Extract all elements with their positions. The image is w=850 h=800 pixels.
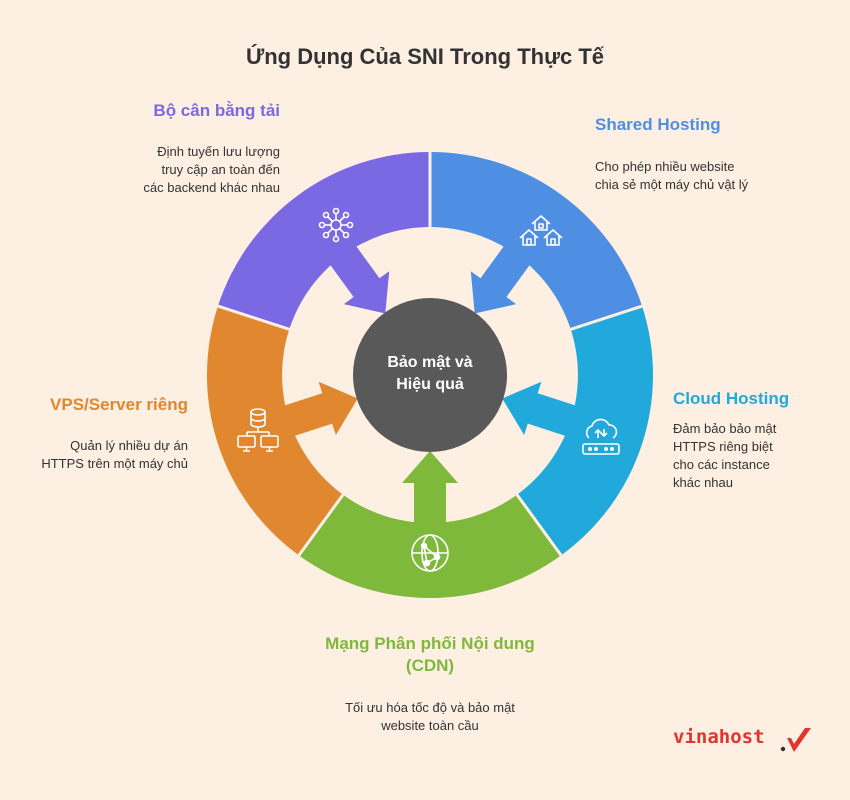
arrow-vps	[272, 381, 358, 440]
page-title: Ứng Dụng Của SNI Trong Thực Tế	[245, 44, 605, 69]
segment-load-balancer	[217, 152, 430, 330]
center-label-line2: Hiệu quả	[396, 376, 464, 393]
arrow-shared-hosting	[470, 236, 537, 314]
cloud-hosting-title: Cloud Hosting	[673, 389, 790, 408]
shared-hosting-title: Shared Hosting	[595, 115, 721, 134]
houses-icon	[519, 215, 563, 246]
cdn-title-line1: Mạng Phân phối Nội dung	[325, 634, 535, 653]
cdn-title: Mạng Phân phối Nội dung (CDN)	[230, 633, 630, 677]
arrow-cdn	[402, 451, 458, 535]
logo-text: vinahost	[673, 726, 765, 748]
center-label: Bảo mật và Hiệu quả	[355, 352, 505, 396]
vps-desc: Quản lý nhiều dự án HTTPS trên một máy c…	[41, 438, 188, 471]
segment-vps	[206, 306, 343, 556]
segment-cloud-hosting	[517, 306, 654, 556]
arrow-load-balancer	[323, 236, 390, 314]
network-hub-icon	[318, 207, 354, 243]
logo-checkmark-icon	[780, 728, 811, 752]
segment-shared-hosting	[430, 152, 643, 330]
vinahost-logo: vinahost	[673, 726, 813, 756]
center-label-line1: Bảo mật và	[387, 354, 473, 371]
globe-network-icon	[411, 534, 449, 572]
center-circle	[353, 298, 507, 452]
database-computers-icon	[237, 408, 279, 452]
load-balancer-desc: Định tuyến lưu lượng truy cập an toàn đế…	[143, 144, 280, 195]
cloud-hosting-desc: Đảm bảo bảo mật HTTPS riêng biệt cho các…	[673, 421, 777, 490]
cloud-server-icon	[582, 418, 620, 455]
load-balancer-title: Bộ cân bằng tải	[153, 101, 280, 120]
shared-hosting-desc: Cho phép nhiều website chia sẻ một máy c…	[595, 159, 749, 192]
segment-cdn	[298, 494, 562, 599]
vps-title: VPS/Server riêng	[50, 395, 188, 414]
arrow-cloud-hosting	[502, 381, 588, 440]
cdn-desc: Tối ưu hóa tốc độ và bảo mật website toà…	[345, 700, 515, 733]
cdn-title-line2: (CDN)	[405, 656, 455, 675]
